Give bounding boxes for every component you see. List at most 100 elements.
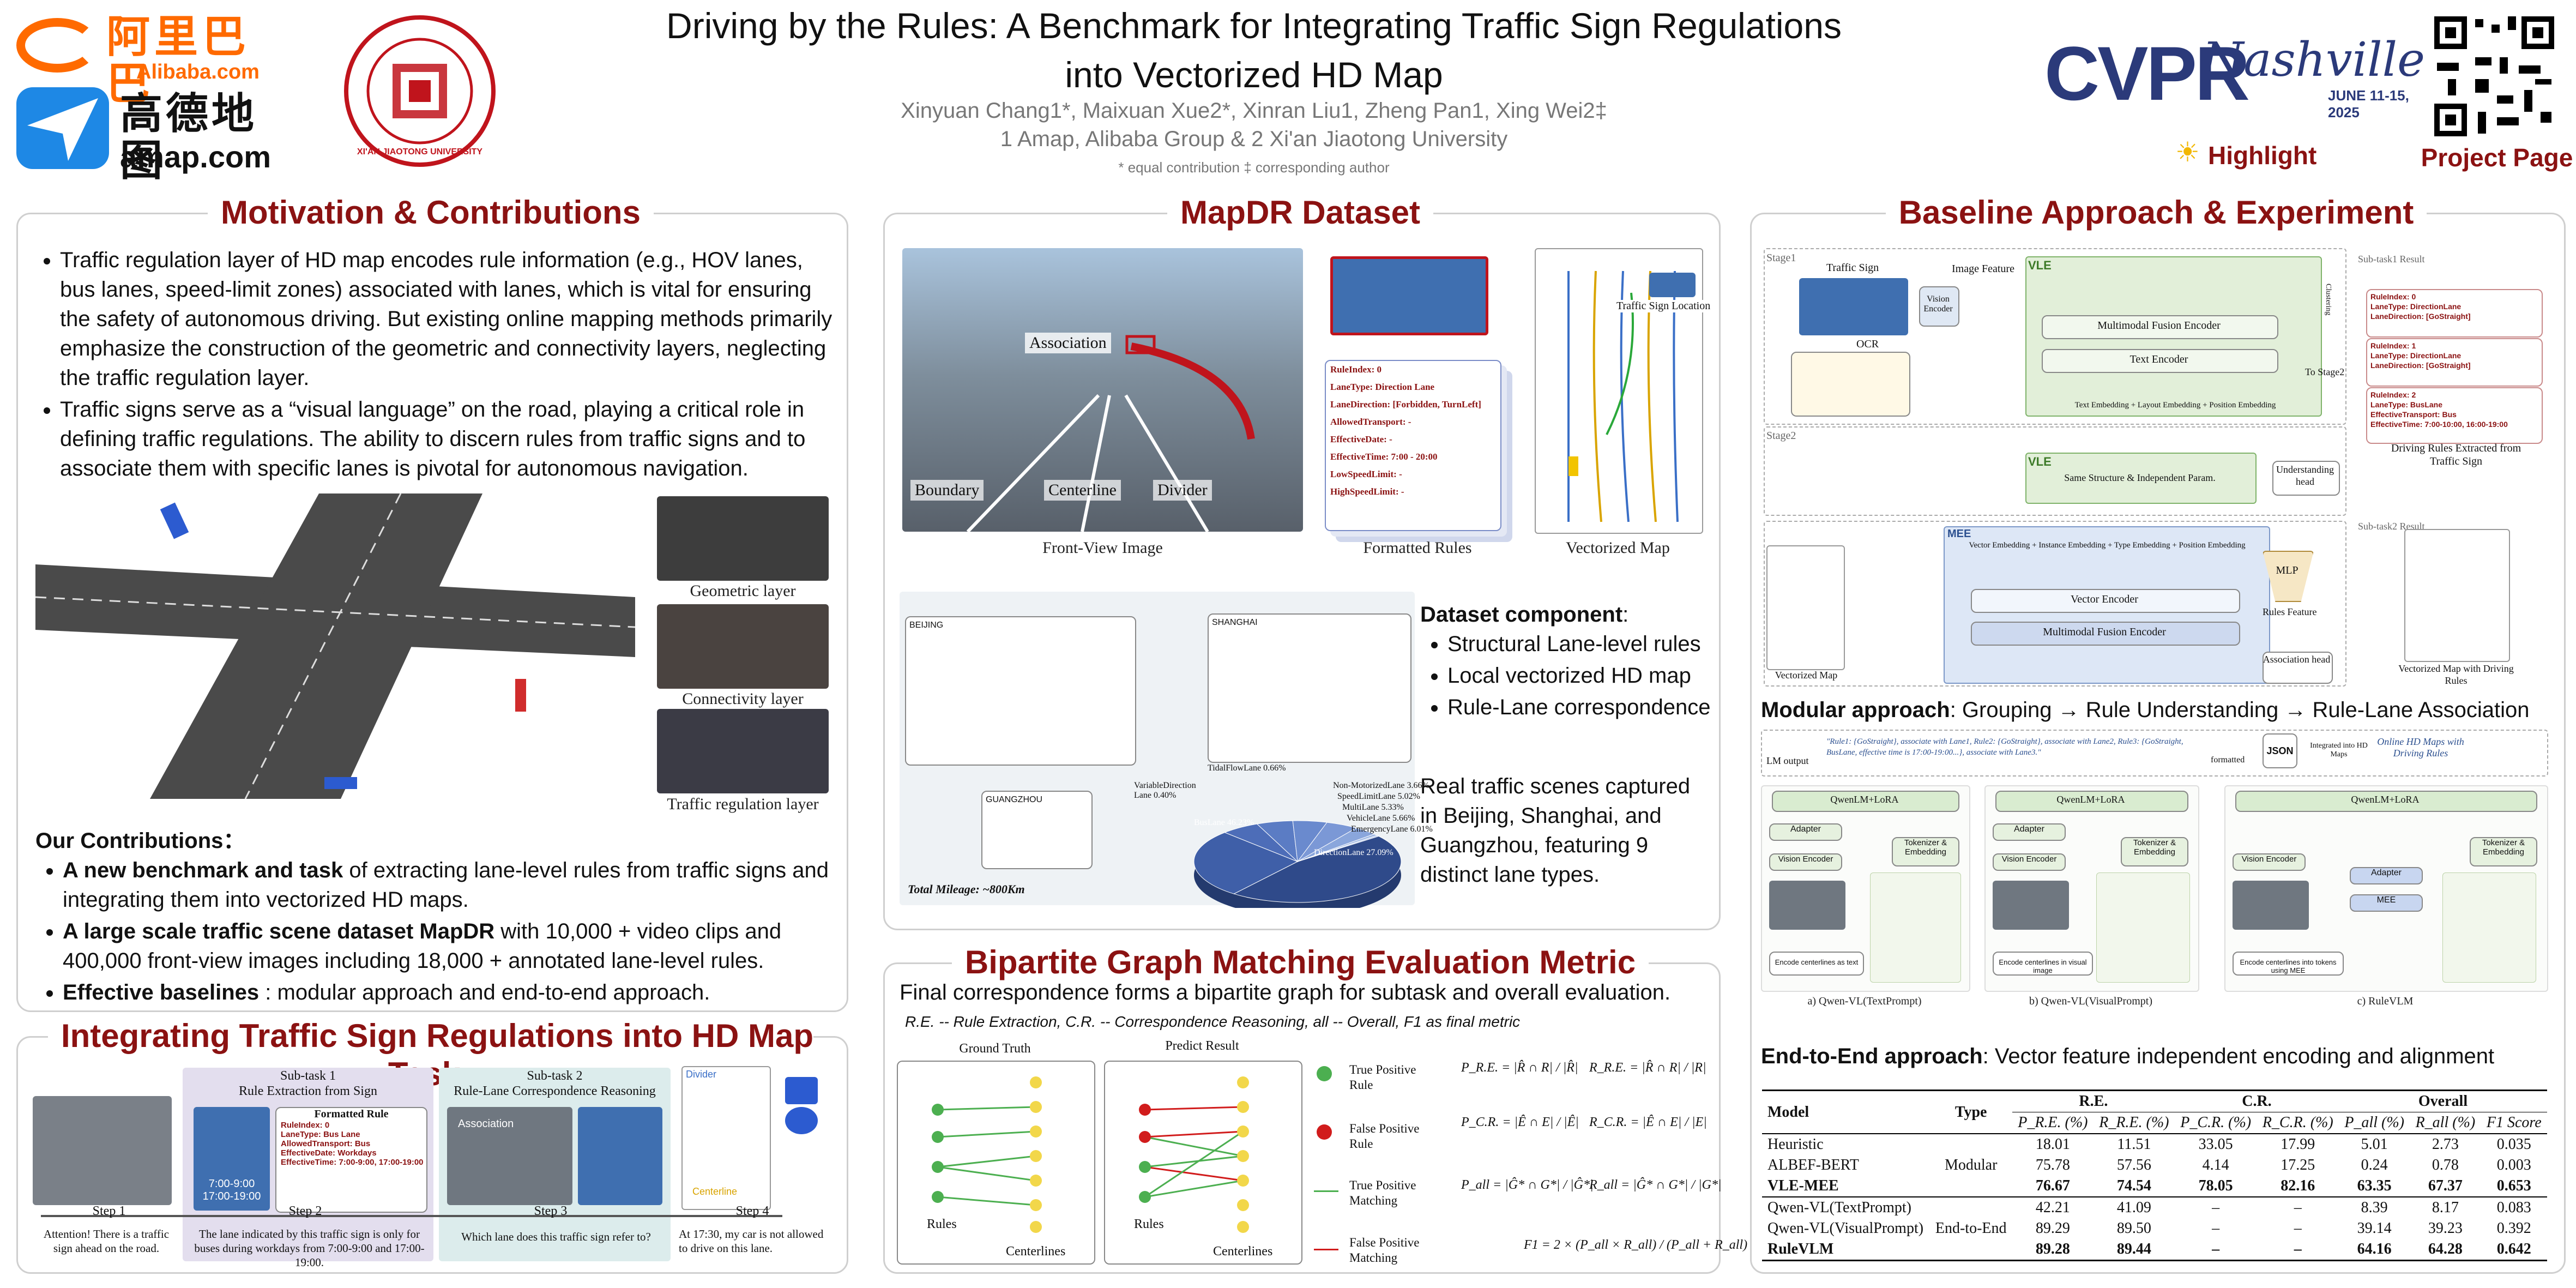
contributions-heading: Our Contributions： <box>35 829 245 853</box>
mileage-label: Total Mileage: ~800Km <box>908 882 1025 896</box>
vectorized-map-output <box>2404 529 2510 662</box>
gt-centerline-node <box>1030 1076 1042 1088</box>
xjtu-logo: XI'AN JIAOTONG UNIVERSITY <box>333 14 507 169</box>
type-cell: Modular <box>1944 1157 1998 1173</box>
vectorized-map-rules-label: Vectorized Map with Driving Rules <box>2398 663 2514 686</box>
formula-r-all: R_all = |Ĝ* ∩ G*| / |G*| <box>1589 1178 1722 1192</box>
tokenizer-block: Tokenizer & Embedding <box>2470 837 2537 866</box>
to-stage2-label: To Stage2 <box>2305 366 2345 377</box>
lane-type-pie-chart <box>1193 820 1402 908</box>
project-page-link[interactable]: Project Page <box>2421 143 2573 172</box>
rule-field: RuleIndex: 0 <box>1330 364 1381 375</box>
beijing-inset: BEIJING <box>905 616 1136 766</box>
footnote: * equal contribution ‡ corresponding aut… <box>1118 159 1390 176</box>
gt-rule-node <box>932 1191 944 1203</box>
stage1-region <box>1764 248 2346 425</box>
pred-matching-edge <box>1144 1179 1244 1198</box>
mfe-label: Multimodal Fusion Encoder <box>2097 320 2221 332</box>
predict-label: Predict Result <box>1165 1039 1239 1053</box>
contribution-item: A large scale traffic scene dataset MapD… <box>63 917 837 976</box>
same-structure-label: Same Structure & Independent Param. <box>2064 472 2216 483</box>
subfig-image <box>1769 881 1845 930</box>
rule-field: AllowedTransport: - <box>1330 417 1411 427</box>
sign-time-text: 7:00-9:00 17:00-19:00 <box>202 1178 261 1202</box>
header-cr: C.R. <box>2174 1090 2339 1112</box>
pie-label: VehicleLane 5.66% <box>1347 814 1415 823</box>
shanghai-inset: SHANGHAI <box>1208 613 1411 763</box>
centerlines-label: Centerlines <box>1213 1244 1273 1259</box>
text-encoder-label: Text Encoder <box>2129 353 2188 365</box>
adapter-block: Adapter <box>2350 867 2423 884</box>
dataset-scene-text: Real traffic scenes captured in Beijing,… <box>1420 774 1691 887</box>
alibaba-en-text: Alibaba.com <box>136 61 260 83</box>
mfe2-label: Multimodal Fusion Encoder <box>2043 626 2166 638</box>
formula-p-re: P_R.E. = |R̂ ∩ R| / |R̂| <box>1461 1061 1578 1075</box>
step3-sign-image <box>578 1107 662 1205</box>
pie-slice-buslane <box>1233 835 1402 903</box>
rule-field: LowSpeedLimit: - <box>1330 469 1402 479</box>
pred-rule-node <box>1139 1161 1151 1173</box>
gt-rule-node <box>932 1131 944 1143</box>
affiliations: 1 Amap, Alibaba Group & 2 Xi'an Jiaotong… <box>1000 127 1508 151</box>
mee-small-block: MEE <box>2350 894 2423 912</box>
json-icon: JSON <box>2263 733 2297 768</box>
legend-true-positive-matching: True Positive Matching <box>1349 1178 1416 1207</box>
pred-centerline-node <box>1237 1076 1249 1088</box>
gt-centerline-node <box>1030 1175 1042 1187</box>
tokenizer-block: Tokenizer & Embedding <box>1892 837 1959 866</box>
step3-image <box>447 1107 572 1205</box>
rule-line: LaneType: Bus Lane <box>281 1130 360 1139</box>
subtask2-title: Sub-task 2 <box>527 1069 583 1083</box>
rule-card-line: LaneDirection: [GoStraight] <box>2370 361 2471 370</box>
amap-en-text: amap.com <box>120 140 271 174</box>
contribution-item: A new benchmark and task of extracting l… <box>63 856 837 914</box>
cvpr-text: CVPR <box>2044 31 2250 116</box>
integrated-label: Integrated into HD Maps <box>2310 742 2368 759</box>
text-embedding-label: Text Embedding + Layout Embedding + Posi… <box>2074 401 2276 410</box>
alibaba-logo: 阿里巴巴 Alibaba.com <box>16 14 289 107</box>
subtask1-title: Sub-task 1 <box>280 1069 336 1083</box>
pred-matching-edge <box>1144 1106 1244 1111</box>
subheader: R_C.R. (%) <box>2262 1114 2333 1131</box>
ocr-label: OCR <box>1856 338 1879 350</box>
pie-label: Non-MotorizedLane 3.66% <box>1333 781 1429 790</box>
vision-encoder-small: Vision Encoder <box>1993 853 2066 871</box>
pie-label: SpeedLimitLane 5.02% <box>1337 792 1420 801</box>
gt-matching-edge <box>937 1155 1036 1168</box>
gt-centerline-node <box>1030 1101 1042 1113</box>
pie-label: DirectionLane 27.09% <box>1314 848 1393 857</box>
boundary-tag: Boundary <box>910 480 984 501</box>
formula-r-re: R_R.E. = |R̂ ∩ R| / |R| <box>1589 1061 1706 1075</box>
metric-intro: Final correspondence forms a bipartite g… <box>900 980 1671 1004</box>
pred-centerline-node <box>1237 1126 1249 1137</box>
rule-line: AllowedTransport: Bus <box>281 1139 371 1148</box>
pred-matching-edge <box>1144 1155 1244 1168</box>
pred-centerline-node <box>1237 1175 1249 1187</box>
subfigure-b-caption: b) Qwen-VL(VisualPrompt) <box>2029 995 2152 1007</box>
formatted-rules-card: RuleIndex: 0 LaneType: Direction Lane La… <box>1325 360 1501 531</box>
vision-encoder-label: Vision Encoder <box>1923 294 1953 314</box>
rule-card-line: EffectiveTransport: Bus <box>2370 410 2457 419</box>
amap-cn-text: 高德地图 <box>120 89 258 184</box>
dataset-title: MapDR Dataset <box>883 194 1717 232</box>
header-model: Model <box>1767 1103 1809 1121</box>
pred-rule-node <box>1139 1104 1151 1116</box>
stage2-region <box>1764 426 2346 516</box>
text-encoder-block <box>2042 349 2278 373</box>
regulation-layer-image <box>657 709 829 793</box>
gt-matching-edge <box>937 1166 1036 1182</box>
formula-p-cr: P_C.R. = |Ê ∩ E| / |Ê| <box>1461 1115 1579 1129</box>
tokenizer-block: Tokenizer & Embedding <box>2121 837 2188 866</box>
subheader: R_all (%) <box>2415 1114 2476 1131</box>
step-text: At 17:30, my car is not allowed to drive… <box>679 1227 824 1255</box>
stage2-same-structure <box>2025 453 2257 504</box>
step1-image <box>33 1096 172 1205</box>
divider-tag: Divider <box>1153 480 1212 501</box>
mfe2-block <box>1971 622 2240 646</box>
results-table-wrap: Model Type R.E. C.R. Overall P_R.E. (%) … <box>1762 1090 2547 1261</box>
header-re: R.E. <box>2012 1090 2175 1112</box>
cvpr-logo: CVPR Nashville JUNE 11-15, 2025 <box>2044 22 2425 131</box>
association-head-block <box>2263 652 2333 684</box>
